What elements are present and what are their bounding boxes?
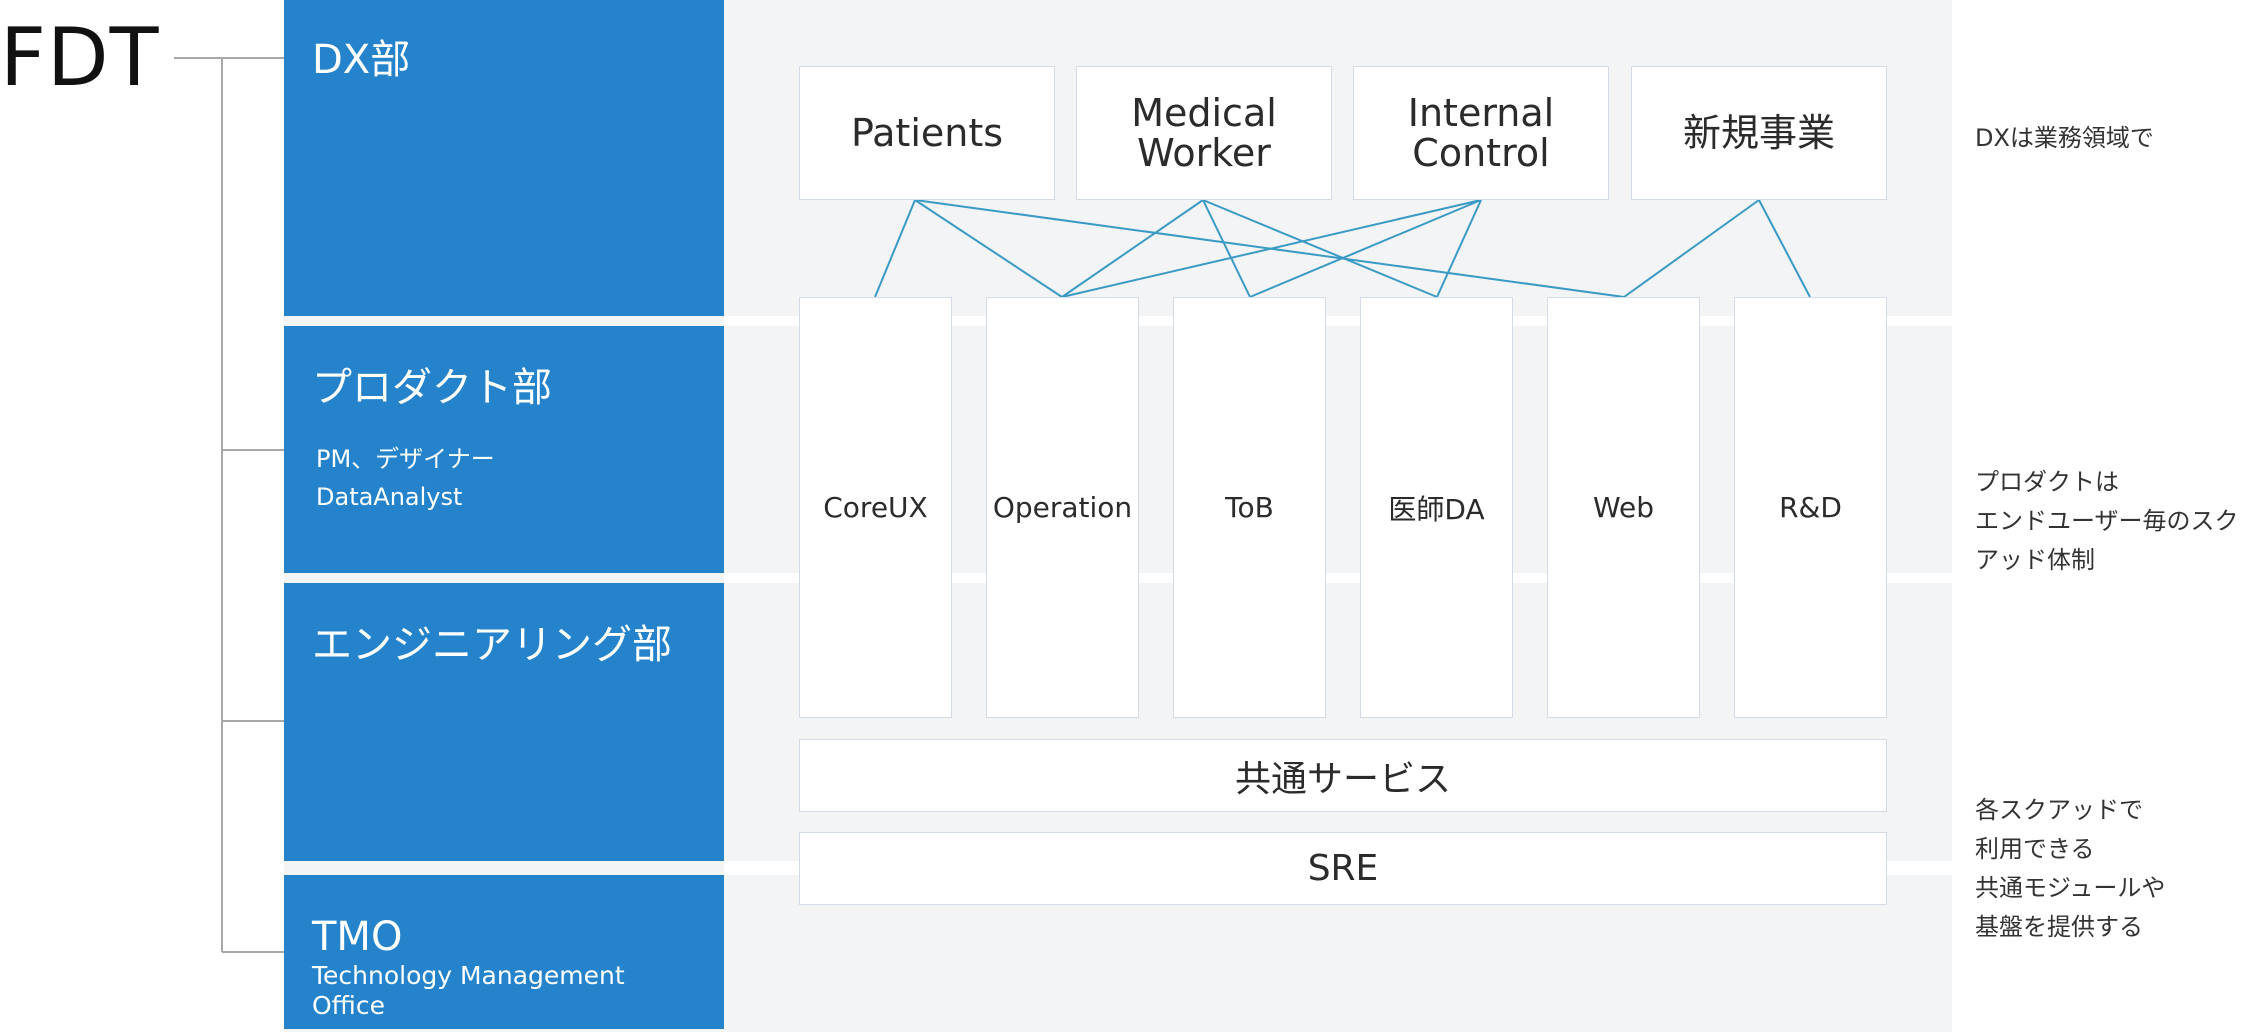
department-subtitle: DataAnalyst — [316, 483, 463, 511]
department-title: プロダクト部 — [312, 365, 552, 411]
department-title: TMO — [312, 914, 403, 960]
squad-operation: Operation — [986, 297, 1139, 718]
department-subtitle: Technology Management Office — [312, 961, 625, 1020]
domain-patients: Patients — [799, 66, 1055, 200]
squad-web: Web — [1547, 297, 1700, 718]
note-dx: DXは業務領域で — [1975, 119, 2154, 158]
note-product: プロダクトは エンドユーザー毎のスク アッド体制 — [1975, 463, 2239, 580]
squad-coreux: CoreUX — [799, 297, 952, 718]
band-separator — [724, 573, 1952, 583]
squad-doctor-da: 医師DA — [1360, 297, 1513, 718]
department-title: エンジニアリング部 — [312, 622, 672, 668]
note-line: 各スクアッドで — [1975, 796, 2143, 824]
root-label: FDT — [0, 11, 160, 104]
domain-internal-control: Internal Control — [1353, 66, 1609, 200]
domain-medical-worker: Medical Worker — [1076, 66, 1332, 200]
department-product: プロダクト部 PM、デザイナー DataAnalyst — [284, 326, 724, 573]
note-line: DXは業務領域で — [1975, 124, 2154, 152]
note-line: エンドユーザー毎のスク — [1975, 507, 2239, 535]
note-line: 利用できる — [1975, 835, 2095, 863]
band-separator — [724, 316, 1952, 326]
department-engineering: エンジニアリング部 — [284, 583, 724, 861]
note-line: 基盤を提供する — [1975, 913, 2143, 941]
department-dx: DX部 — [284, 0, 724, 316]
department-tmo: TMO Technology Management Office — [284, 875, 724, 1029]
note-platform: 各スクアッドで 利用できる 共通モジュールや 基盤を提供する — [1975, 791, 2165, 947]
department-subtitle: PM、デザイナー — [316, 445, 495, 473]
org-tree-connector — [174, 57, 284, 953]
domain-new-business: 新規事業 — [1631, 66, 1887, 200]
note-line: プロダクトは — [1975, 468, 2119, 496]
note-line: 共通モジュールや — [1975, 874, 2166, 902]
squad-tob: ToB — [1173, 297, 1326, 718]
department-title: DX部 — [312, 37, 411, 83]
note-line: アッド体制 — [1975, 546, 2095, 574]
sre-box: SRE — [799, 832, 1887, 905]
squad-rnd: R&D — [1734, 297, 1887, 718]
common-services-box: 共通サービス — [799, 739, 1887, 812]
